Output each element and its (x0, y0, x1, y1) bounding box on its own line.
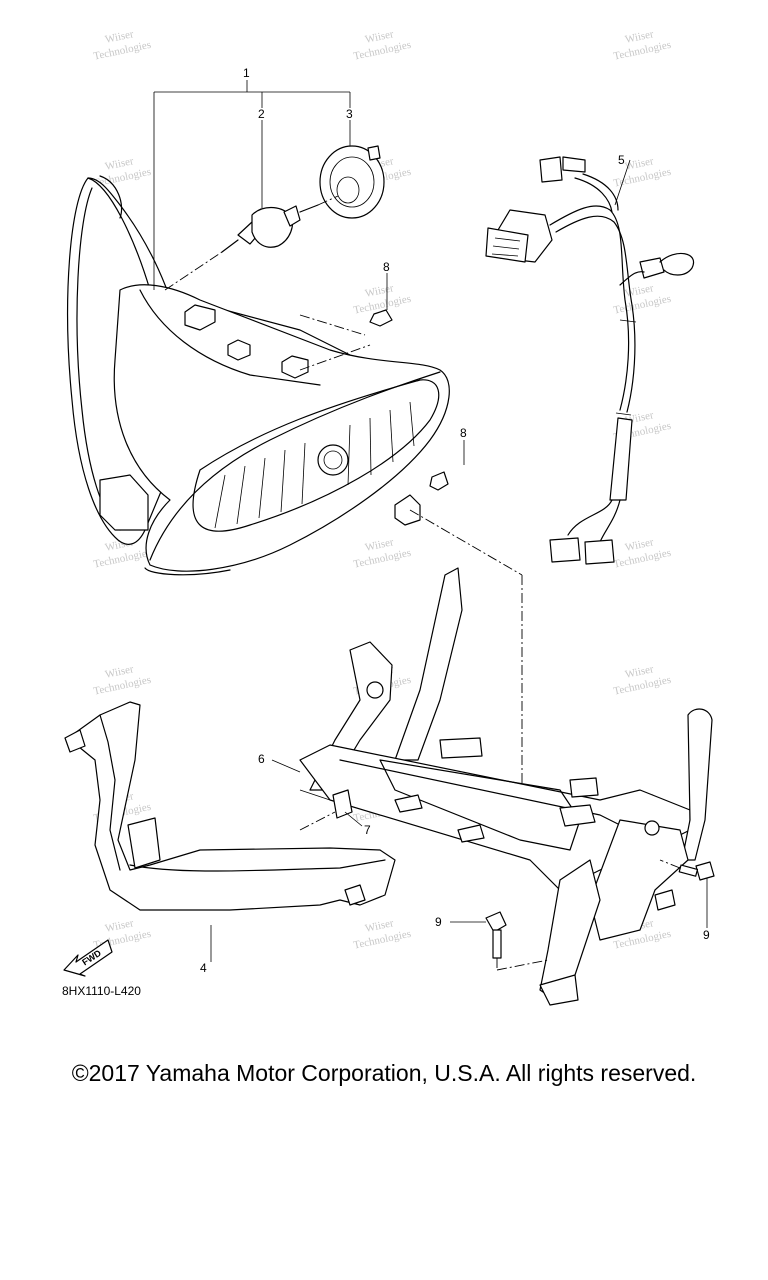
watermark-line: Wiiser (104, 28, 135, 46)
callout-5: 5 (618, 153, 625, 167)
damper (299, 789, 353, 831)
watermark-line: Wiiser (624, 282, 655, 300)
callout-8-upper: 8 (383, 260, 390, 274)
callout-leaders (210, 159, 708, 962)
callout-labels: 1 2 3 4 5 6 7 8 8 9 9 (200, 66, 710, 975)
watermark-line: Wiiser (104, 155, 135, 173)
wire-harness (485, 156, 695, 565)
bulb (221, 204, 319, 253)
watermark-line: Wiiser (104, 917, 135, 935)
watermark-line: Wiiser (104, 663, 135, 681)
watermark-line: Wiiser (364, 536, 395, 554)
callout-tree-1 (153, 80, 351, 290)
watermark-line: Wiiser (624, 155, 655, 173)
nut (369, 309, 449, 491)
callout-3: 3 (346, 107, 353, 121)
bolt (485, 859, 715, 971)
callout-4: 4 (200, 961, 207, 975)
callout-9-left: 9 (435, 915, 442, 929)
bulb-cover (319, 145, 385, 219)
headlight-assembly (67, 175, 450, 576)
part-code-label: 8HX1110-L420 (62, 984, 141, 998)
watermark-line: Wiiser (364, 917, 395, 935)
callout-9-right: 9 (703, 928, 710, 942)
callout-7: 7 (364, 823, 371, 837)
parts-diagram: WiiserTechnologiesWiiserTechnologiesWiis… (62, 28, 715, 1006)
callout-8-lower: 8 (460, 426, 467, 440)
watermark-line: Wiiser (624, 28, 655, 46)
watermark-line: Wiiser (624, 663, 655, 681)
watermark-line: Wiiser (364, 28, 395, 46)
copyright-notice: ©2017 Yamaha Motor Corporation, U.S.A. A… (71, 1060, 697, 1086)
callout-1: 1 (243, 66, 250, 80)
headlight-cover (64, 701, 396, 911)
stay-bracket (299, 567, 713, 1006)
watermark-line: Wiiser (624, 536, 655, 554)
callout-6: 6 (258, 752, 265, 766)
callout-2: 2 (258, 107, 265, 121)
fwd-arrow-icon: FWD (63, 939, 113, 977)
